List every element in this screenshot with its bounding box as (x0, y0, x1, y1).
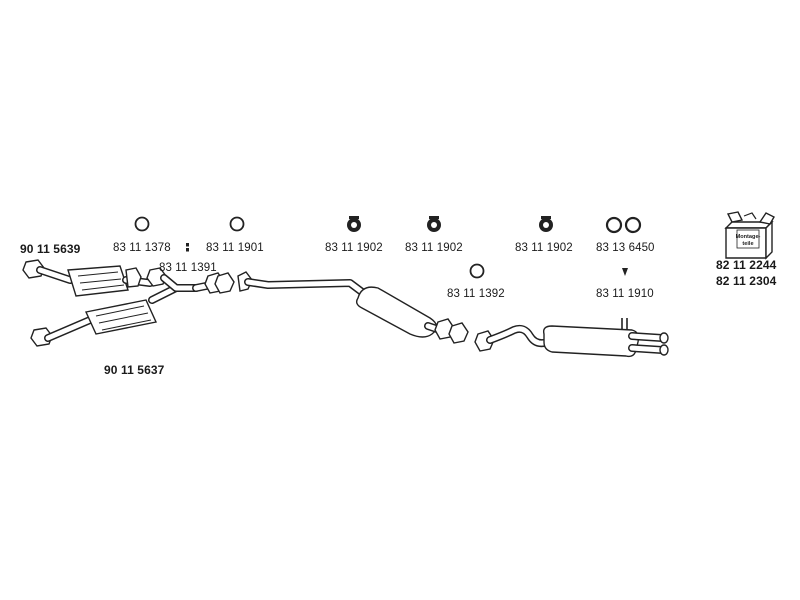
clip-icon (186, 243, 189, 252)
part-number-double-ring: 83 13 6450 (596, 242, 655, 254)
part-number-clamp: 83 11 1391 (159, 262, 217, 274)
hanger-icon (539, 216, 553, 232)
part-number-front-pipe-bottom: 90 11 5637 (104, 363, 165, 377)
y-pipe (146, 267, 235, 294)
part-number-ring-1: 83 11 1378 (113, 242, 171, 254)
hanger-icon (347, 216, 361, 232)
front-pipe-top (22, 259, 154, 297)
front-pipe-bottom (30, 284, 180, 347)
part-number-front-pipe-top: 90 11 5639 (20, 242, 81, 256)
double-ring-icon (605, 216, 642, 234)
center-silencer (355, 286, 469, 344)
part-number-tail-clip: 83 11 1910 (596, 288, 654, 300)
part-number-ring-2: 83 11 1901 (206, 242, 264, 254)
part-number-kit-a: 82 11 2244 (716, 258, 777, 272)
part-number-ring-3: 83 11 1392 (447, 288, 505, 300)
part-number-hanger-2: 83 11 1902 (405, 242, 463, 254)
part-number-kit-b: 82 11 2304 (716, 274, 777, 288)
ring-icon (469, 263, 485, 279)
part-number-hanger-1: 83 11 1902 (325, 242, 383, 254)
svg-text:teile: teile (742, 241, 753, 247)
svg-text:Montage-: Montage- (736, 234, 761, 240)
mounting-kit-box-icon: Montage- teile (724, 211, 775, 260)
part-number-hanger-3: 83 11 1902 (515, 242, 573, 254)
middle-pipe (237, 271, 366, 296)
hanger-icon (427, 216, 441, 232)
ring-icon (229, 216, 245, 232)
ring-icon (134, 216, 150, 232)
rear-pipe (474, 324, 552, 352)
clip-icon (622, 268, 628, 276)
rear-silencer (542, 318, 669, 358)
